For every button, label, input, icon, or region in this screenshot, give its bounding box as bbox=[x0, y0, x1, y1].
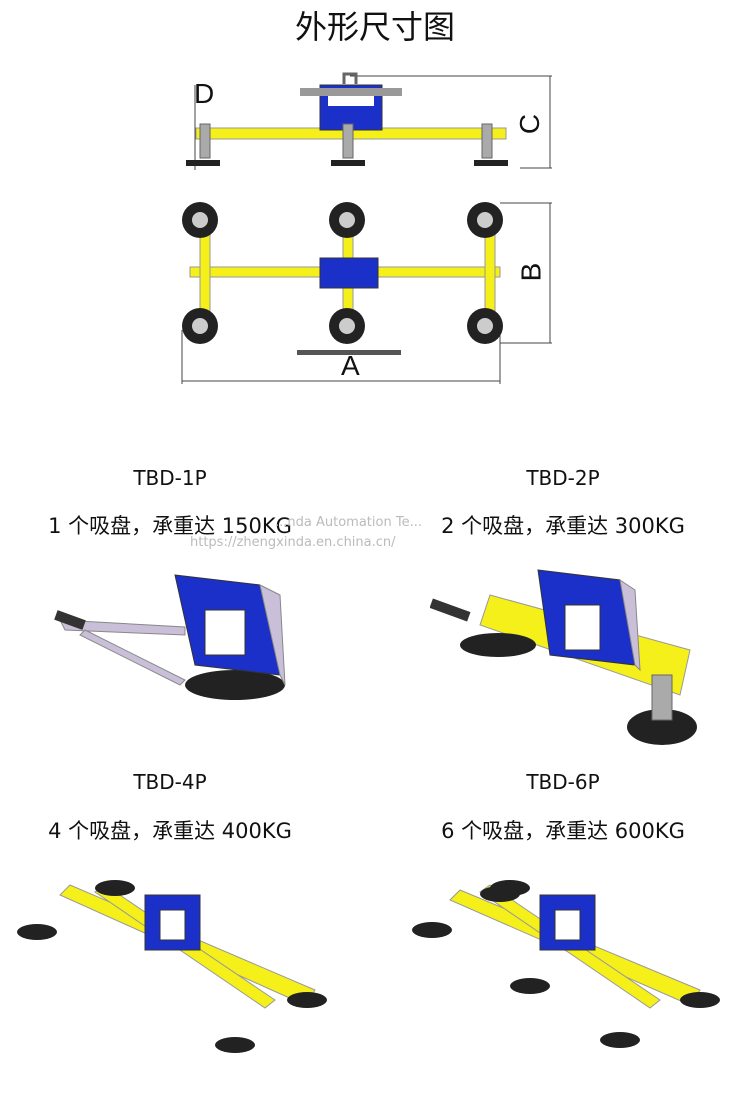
product-caption-tbd-1p: 1 个吸盘，承重达 150KG bbox=[48, 514, 292, 538]
product-model-tbd-6p: TBD-6P bbox=[526, 770, 600, 794]
side-view-diagram bbox=[186, 72, 552, 170]
dimension-d-label: D bbox=[194, 78, 215, 109]
watermark-company: ...nda Automation Te... bbox=[275, 515, 422, 530]
product-model-tbd-2p: TBD-2P bbox=[526, 466, 600, 490]
dimension-a-label: A bbox=[341, 350, 360, 381]
product-caption-tbd-2p: 2 个吸盘，承重达 300KG bbox=[441, 514, 685, 538]
product-model-tbd-4p: TBD-4P bbox=[133, 770, 207, 794]
product-image-tbd-2p bbox=[430, 569, 697, 745]
dimension-b-label: B bbox=[515, 262, 547, 282]
top-view-diagram bbox=[181, 202, 552, 384]
page-title: 外形尺寸图 bbox=[294, 8, 455, 46]
dimension-c-label: C bbox=[514, 113, 546, 135]
product-image-tbd-6p bbox=[412, 880, 720, 1048]
product-caption-tbd-4p: 4 个吸盘，承重达 400KG bbox=[48, 819, 292, 843]
product-caption-tbd-6p: 6 个吸盘，承重达 600KG bbox=[441, 819, 685, 843]
watermark-url: https://zhengxinda.en.china.cn/ bbox=[190, 535, 396, 550]
product-image-tbd-4p bbox=[17, 880, 327, 1053]
product-model-tbd-1p: TBD-1P bbox=[133, 466, 207, 490]
product-image-tbd-1p bbox=[54, 574, 286, 700]
